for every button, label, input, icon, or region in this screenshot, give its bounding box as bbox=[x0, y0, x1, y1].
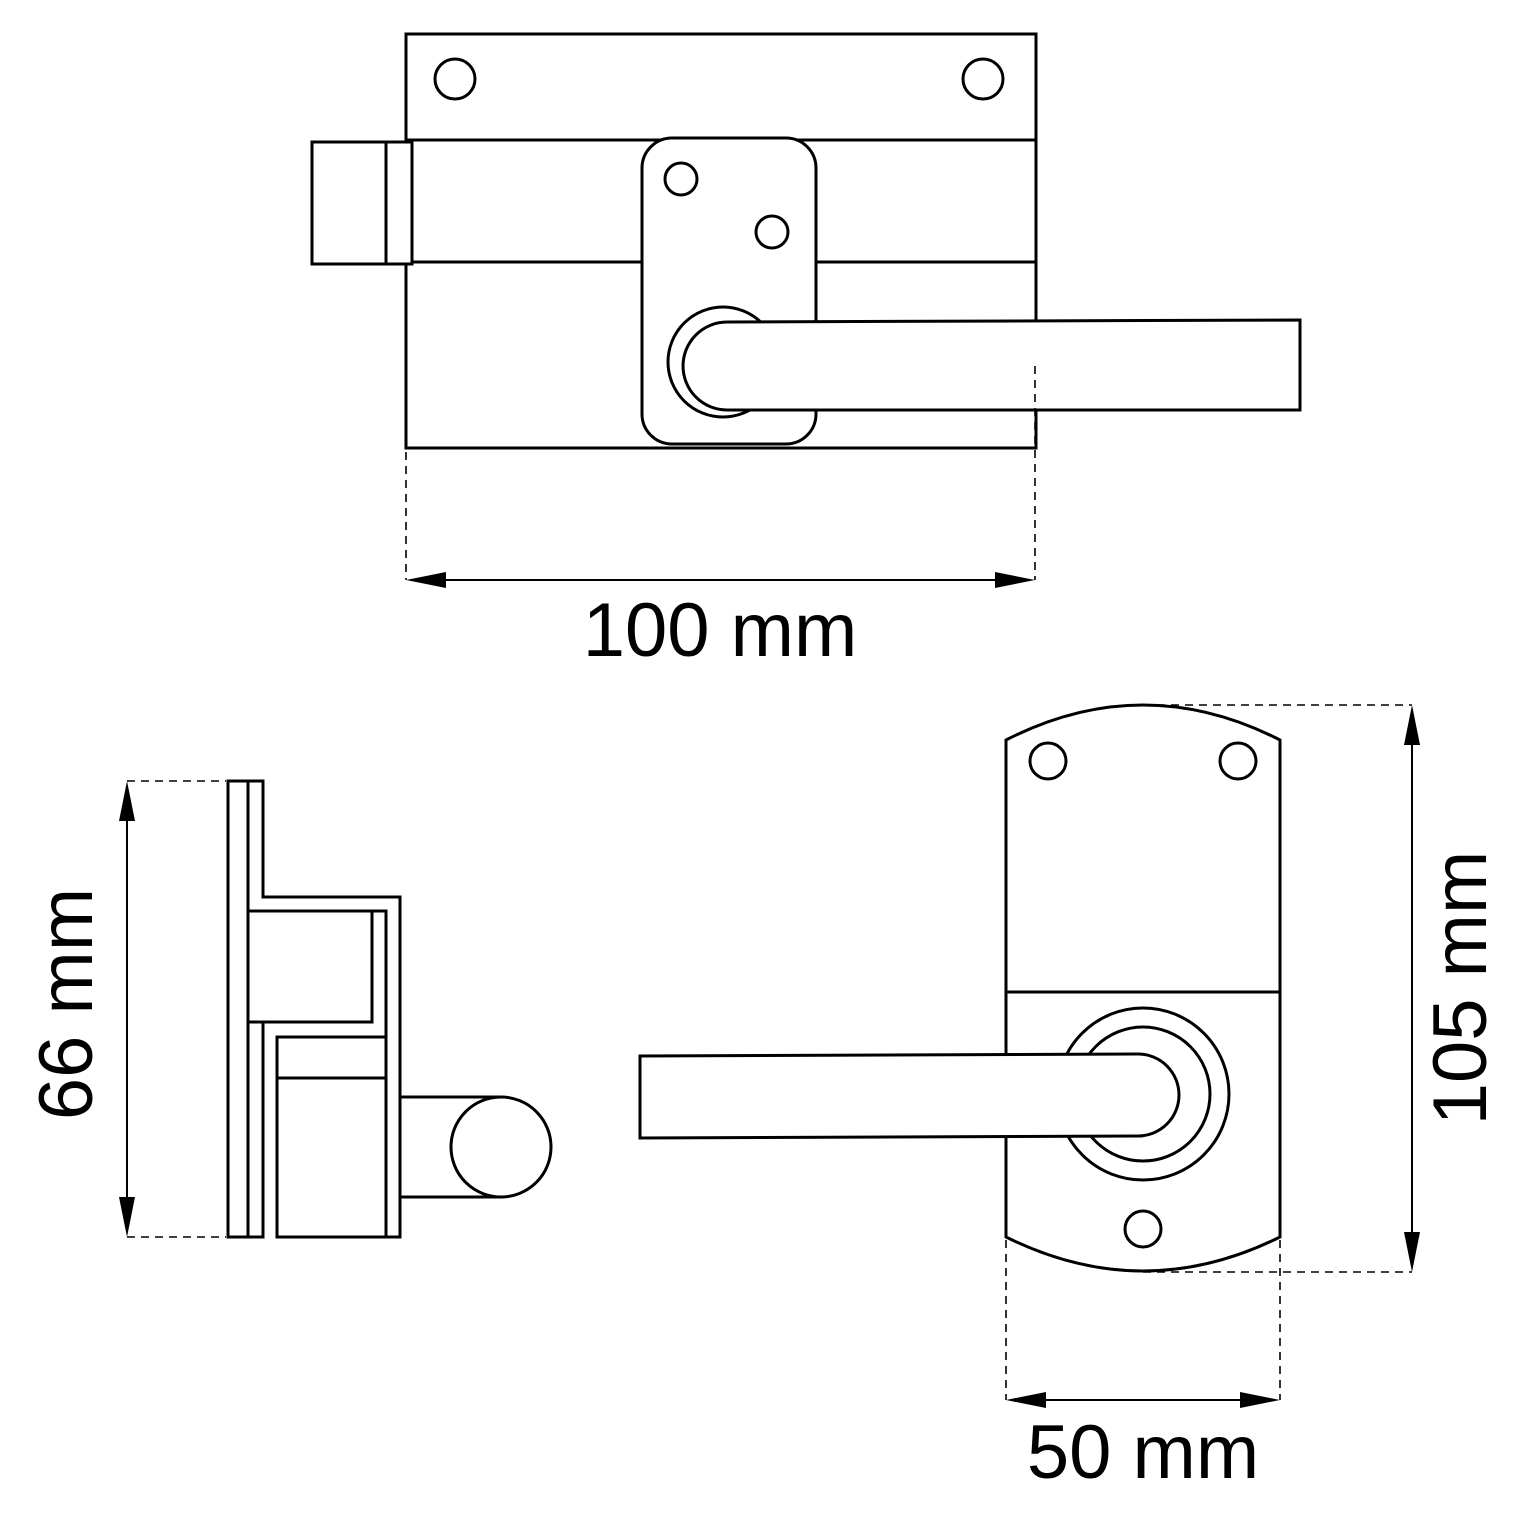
top-screw-hole-left bbox=[433, 57, 477, 101]
front-width-arrow-left bbox=[1006, 1392, 1046, 1408]
front-screw-hole-left bbox=[1028, 741, 1068, 781]
side-spindle-housing bbox=[275, 1076, 388, 1239]
top-rose-screw-upper bbox=[663, 161, 699, 197]
front-height-label: 105 mm bbox=[1418, 851, 1503, 1126]
top-width-label: 100 mm bbox=[583, 588, 858, 673]
front-view: 105 mm 50 mm bbox=[638, 703, 1503, 1495]
front-width-label: 50 mm bbox=[1027, 1410, 1259, 1495]
side-lower-block bbox=[275, 1035, 388, 1080]
top-rose-screw-lower bbox=[754, 214, 790, 250]
side-upper-block bbox=[246, 909, 374, 1024]
side-view: 66 mm bbox=[24, 779, 553, 1239]
side-dimension-arrow-bottom bbox=[119, 1197, 135, 1237]
front-lever-arm bbox=[638, 1052, 1181, 1140]
front-height-arrow-bottom bbox=[1404, 1232, 1420, 1272]
side-lever-end-circle bbox=[449, 1095, 553, 1199]
top-screw-hole-right bbox=[961, 57, 1005, 101]
top-dimension-arrow-left bbox=[406, 572, 446, 588]
front-screw-hole-right bbox=[1218, 741, 1258, 781]
side-dimension-arrow-top bbox=[119, 781, 135, 821]
front-screw-hole-bottom bbox=[1123, 1209, 1163, 1249]
top-lever-arm bbox=[681, 318, 1302, 412]
top-view: 100 mm bbox=[310, 32, 1302, 673]
top-dimension-arrow-right bbox=[995, 572, 1035, 588]
top-bolt-end bbox=[310, 140, 414, 266]
front-height-arrow-top bbox=[1404, 705, 1420, 745]
front-width-arrow-right bbox=[1240, 1392, 1280, 1408]
front-backplate bbox=[1004, 703, 1282, 1273]
side-back-plate bbox=[226, 779, 250, 1239]
side-height-label: 66 mm bbox=[24, 888, 109, 1120]
